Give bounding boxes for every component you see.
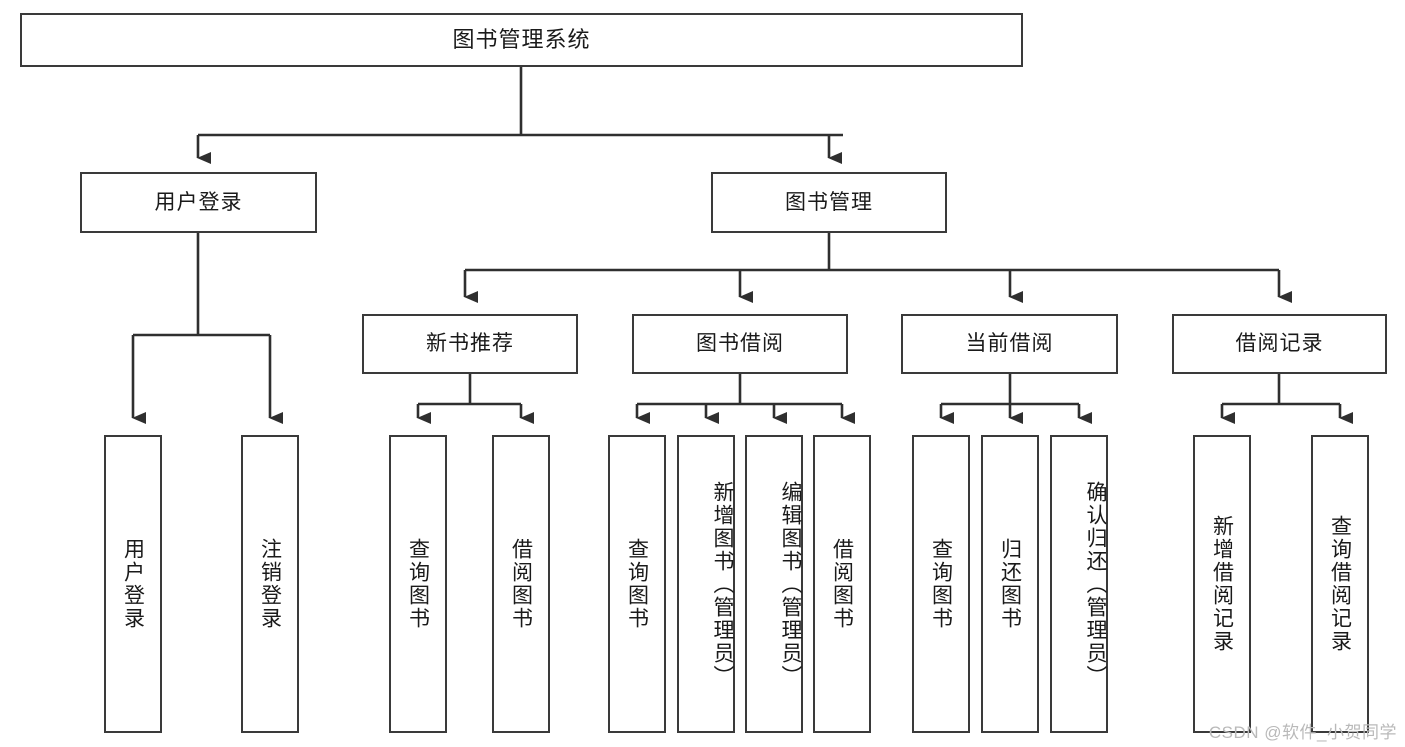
node-user-login[interactable]: 用户登录	[80, 172, 317, 233]
node-leaf-add-book-label: 新增图书（管理员）	[711, 480, 734, 688]
node-leaf-add-book[interactable]: 新增图书（管理员）	[677, 435, 735, 733]
node-leaf-add-record-label: 新增借阅记录	[1210, 515, 1234, 653]
node-leaf-borrow-book-2[interactable]: 借阅图书	[813, 435, 871, 733]
node-leaf-add-record[interactable]: 新增借阅记录	[1193, 435, 1251, 733]
node-root-label: 图书管理系统	[452, 26, 591, 52]
node-leaf-user-login[interactable]: 用户登录	[104, 435, 162, 733]
node-borrow-record-label: 借阅记录	[1235, 332, 1324, 356]
node-borrow-record[interactable]: 借阅记录	[1172, 314, 1387, 374]
node-user-login-label: 用户登录	[154, 190, 243, 214]
node-leaf-user-login-label: 用户登录	[121, 538, 145, 630]
node-leaf-edit-book-label: 编辑图书（管理员）	[779, 480, 802, 688]
node-leaf-return-book[interactable]: 归还图书	[981, 435, 1039, 733]
node-book-manage[interactable]: 图书管理	[711, 172, 947, 233]
node-leaf-query-book-2[interactable]: 查询图书	[608, 435, 666, 733]
node-leaf-confirm-return[interactable]: 确认归还（管理员）	[1050, 435, 1108, 733]
node-leaf-logout-login-label: 注销登录	[258, 538, 282, 630]
node-book-borrow-label: 图书借阅	[696, 332, 784, 356]
node-leaf-query-record-label: 查询借阅记录	[1328, 515, 1352, 653]
node-leaf-borrow-book-2-label: 借阅图书	[830, 538, 854, 630]
node-leaf-borrow-book-1[interactable]: 借阅图书	[492, 435, 550, 733]
node-current-borrow-label: 当前借阅	[965, 332, 1054, 356]
node-leaf-logout-login[interactable]: 注销登录	[241, 435, 299, 733]
node-book-borrow[interactable]: 图书借阅	[632, 314, 848, 374]
node-new-book-recommend-label: 新书推荐	[426, 332, 514, 356]
node-leaf-edit-book[interactable]: 编辑图书（管理员）	[745, 435, 803, 733]
node-leaf-query-book-2-label: 查询图书	[625, 538, 649, 630]
node-current-borrow[interactable]: 当前借阅	[901, 314, 1118, 374]
node-leaf-confirm-return-label: 确认归还（管理员）	[1084, 480, 1107, 688]
node-root[interactable]: 图书管理系统	[20, 13, 1023, 67]
node-leaf-query-book-3-label: 查询图书	[929, 538, 953, 630]
node-book-manage-label: 图书管理	[785, 190, 873, 214]
node-leaf-query-book-1-label: 查询图书	[406, 538, 430, 630]
watermark-text: CSDN @软件_小贺同学	[1208, 723, 1397, 742]
node-new-book-recommend[interactable]: 新书推荐	[362, 314, 578, 374]
node-leaf-query-book-1[interactable]: 查询图书	[389, 435, 447, 733]
node-leaf-return-book-label: 归还图书	[998, 538, 1022, 630]
node-leaf-borrow-book-1-label: 借阅图书	[509, 538, 533, 630]
node-leaf-query-book-3[interactable]: 查询图书	[912, 435, 970, 733]
node-leaf-query-record[interactable]: 查询借阅记录	[1311, 435, 1369, 733]
